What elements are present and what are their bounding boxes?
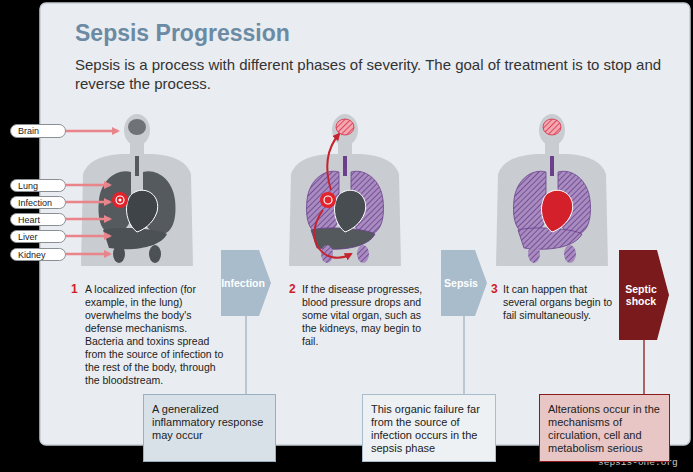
note-text: Alterations occur in the mechanisms of c…	[548, 403, 660, 454]
body-figure	[496, 114, 608, 266]
trachea	[343, 156, 347, 176]
kidney	[564, 245, 576, 263]
stage-name: Infection	[221, 277, 265, 289]
neck	[545, 142, 559, 156]
leader-line	[643, 340, 644, 394]
brain	[543, 119, 561, 135]
heart	[334, 190, 365, 232]
chevron-outline	[221, 250, 271, 316]
pointer-arrow	[66, 253, 110, 256]
kidney	[113, 245, 125, 263]
neck	[130, 142, 144, 156]
callout-number: 2	[289, 282, 301, 296]
infection-ring	[324, 196, 332, 204]
infection-ring	[116, 196, 124, 204]
infection-dot	[119, 199, 122, 202]
brain	[336, 119, 354, 135]
organ-label: Kidney	[10, 248, 66, 261]
heart	[541, 190, 572, 232]
torso	[496, 154, 608, 266]
kidney	[149, 245, 161, 263]
stage-chevron: Septic shock	[619, 250, 669, 340]
organ-name: Heart	[18, 215, 40, 225]
pointer-arrow	[66, 201, 110, 204]
infection-mark	[112, 192, 128, 208]
infection-mark	[320, 192, 336, 208]
organ-label: Lung	[10, 179, 66, 192]
brain	[128, 119, 146, 135]
stage-chevron: Sepsis	[441, 250, 487, 316]
note-text: This organic failure far from the source…	[371, 403, 480, 454]
head	[332, 114, 358, 146]
chevron-outline	[441, 250, 487, 316]
leader-line	[463, 316, 464, 394]
pointer-arrow	[66, 184, 110, 187]
subtitle-text: Sepsis is a process with different phase…	[75, 55, 675, 93]
head	[124, 114, 150, 146]
organ-name: Kidney	[18, 250, 46, 260]
kidney	[528, 245, 540, 263]
torso	[289, 154, 401, 266]
lung	[514, 171, 547, 234]
kidney	[357, 245, 369, 263]
organ-name: Lung	[18, 181, 38, 191]
pointer-arrow	[66, 235, 110, 238]
organ-label: Heart	[10, 213, 66, 226]
chevron-outline	[619, 250, 669, 340]
spread-arrow	[314, 210, 351, 258]
note-box: Alterations occur in the mechanisms of c…	[539, 394, 670, 462]
callout-number: 3	[491, 282, 503, 296]
organ-name: Infection	[18, 198, 52, 208]
organ-label: Infection	[10, 196, 66, 209]
stage-name: Sepsis	[444, 277, 478, 289]
step-description: It can happen that several organs begin …	[503, 283, 619, 322]
organ-name: Liver	[18, 232, 38, 242]
background-panel	[40, 3, 690, 445]
stage-name: Septic shock	[621, 283, 661, 307]
heart	[126, 190, 157, 232]
note-box: This organic failure far from the source…	[362, 394, 496, 462]
pointer-arrow	[66, 130, 118, 133]
step-description: If the disease progresses, blood pressur…	[302, 283, 434, 348]
lung	[307, 171, 340, 234]
head	[539, 114, 565, 146]
note-box: A generalized inflammatory response may …	[143, 394, 276, 462]
torso	[81, 154, 193, 266]
step-description: A localized infection (for example, in t…	[85, 283, 225, 387]
note-text: A generalized inflammatory response may …	[152, 403, 263, 441]
kidney	[321, 245, 333, 263]
organ-label: Liver	[10, 230, 66, 243]
leader-line	[245, 316, 246, 394]
stage-chevron: Infection	[221, 250, 271, 316]
body-figure	[289, 114, 401, 266]
pointer-arrow	[66, 218, 110, 221]
neck	[338, 142, 352, 156]
organ-name: Brain	[18, 126, 39, 136]
body-figure	[81, 114, 193, 266]
trachea	[135, 156, 139, 176]
diagram-title: Sepsis Progression	[75, 20, 635, 47]
pointer-arrows	[66, 131, 118, 254]
trachea	[550, 156, 554, 176]
spread-arrow	[327, 134, 339, 190]
callout-number: 1	[71, 282, 83, 296]
organ-label: Brain	[10, 124, 66, 138]
